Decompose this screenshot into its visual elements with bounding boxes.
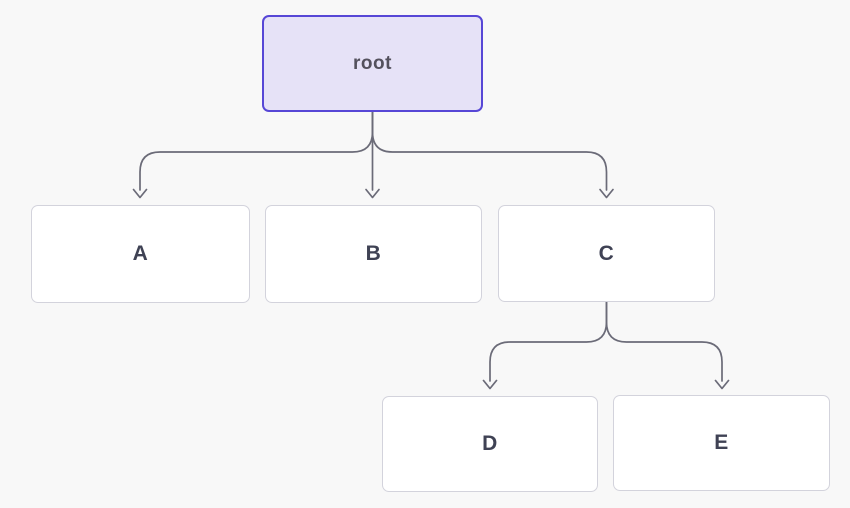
edge-c-d	[489, 301, 608, 382]
node-e-label: E	[714, 431, 729, 454]
node-root-label: root	[353, 52, 392, 74]
node-a-label: A	[132, 242, 149, 265]
node-c-label: C	[598, 241, 615, 265]
arrowhead-c-d	[482, 379, 498, 390]
arrowhead-c-e	[714, 379, 730, 390]
node-a: A	[31, 205, 250, 303]
arrowhead-root-b	[365, 188, 380, 199]
edge-c-e	[605, 301, 723, 382]
arrowhead-root-c	[599, 188, 614, 199]
node-c: C	[498, 205, 715, 302]
node-root: root	[262, 15, 483, 112]
node-e: E	[613, 395, 830, 491]
edge-root-a	[139, 111, 374, 191]
node-b-label: B	[365, 242, 382, 265]
node-d: D	[382, 396, 598, 492]
edge-group	[132, 111, 730, 390]
node-b: B	[265, 205, 482, 303]
edge-root-c	[371, 111, 608, 191]
arrowhead-root-a	[132, 188, 148, 199]
node-d-label: D	[482, 432, 498, 455]
